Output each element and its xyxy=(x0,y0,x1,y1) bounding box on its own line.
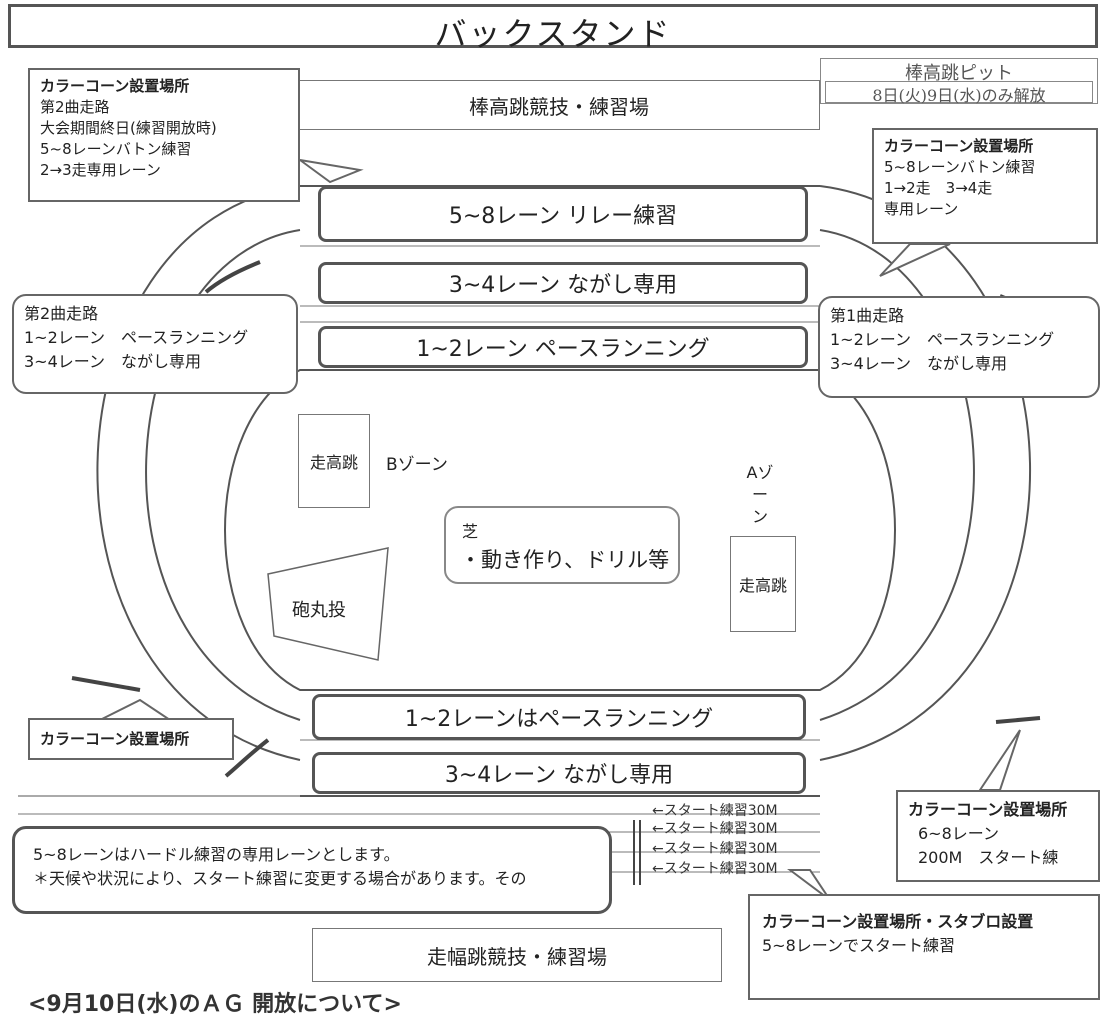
start-practice-2: ←スタート練習30M xyxy=(652,821,778,837)
callout-title: カラーコーン設置場所 xyxy=(40,730,190,748)
lane-label: 3~4レーン ながし専用 xyxy=(444,763,674,788)
callout-line: 2→3走専用レーン xyxy=(40,161,161,179)
lane-label: 5~8レーン リレー練習 xyxy=(448,204,678,229)
callout-line: 1~2レーン ペースランニング xyxy=(24,328,249,347)
zone-b-label: Bゾーン xyxy=(386,455,448,475)
start-practice-1: ←スタート練習30M xyxy=(652,803,778,819)
high-jump-label: 走高跳 xyxy=(309,453,358,472)
grass-area: 芝 ・動き作り、ドリル等 xyxy=(444,506,680,584)
callout-line: 1→2走 3→4走 xyxy=(884,179,993,197)
start-practice-4: ←スタート練習30M xyxy=(652,861,778,877)
callout-line: 大会期間終日(練習開放時) xyxy=(40,119,217,137)
callout-title: カラーコーン設置場所 xyxy=(908,800,1068,819)
callout-cone-bottom-left: カラーコーン設置場所 xyxy=(28,718,234,760)
callout-line: 5~8レーンバトン練習 xyxy=(40,140,192,158)
backstraight-lane-5-8: 5~8レーン リレー練習 xyxy=(318,186,808,242)
homestraight-lane-3-4: 3~4レーン ながし専用 xyxy=(312,752,806,794)
callout-line: 6~8レーン xyxy=(918,824,999,843)
callout-line: 第1曲走路 xyxy=(830,306,905,325)
footer-heading: <9月10日(水)のＡＧ 開放について> xyxy=(28,992,402,1017)
header-title: バックスタンド xyxy=(434,15,672,53)
callout-cone-top-right: カラーコーン設置場所 5~8レーンバトン練習 1→2走 3→4走 専用レーン xyxy=(872,128,1098,244)
hurdle-note-line2: ＊天候や状況により、スタート練習に変更する場合があります。その xyxy=(33,869,527,888)
callout-line: 1~2レーン ペースランニング xyxy=(830,330,1055,349)
pole-vault-area: 棒高跳競技・練習場 xyxy=(298,80,820,130)
pole-vault-area-label: 棒高跳競技・練習場 xyxy=(469,94,649,119)
high-jump-a-box: 走高跳 xyxy=(730,536,796,632)
grass-title: 芝 xyxy=(462,522,479,541)
long-jump-area: 走幅跳競技・練習場 xyxy=(312,928,722,982)
callout-first-curve: 第1曲走路 1~2レーン ペースランニング 3~4レーン ながし専用 xyxy=(818,296,1100,398)
callout-line: 3~4レーン ながし専用 xyxy=(830,354,1007,373)
zone-a-label: Aゾー ン xyxy=(746,463,774,526)
backstraight-lane-1-2: 1~2レーン ペースランニング xyxy=(318,326,808,368)
high-jump-b-box: 走高跳 xyxy=(298,414,370,508)
start-practice-3: ←スタート練習30M xyxy=(652,841,778,857)
callout-cone-top-left: カラーコーン設置場所 第2曲走路 大会期間終日(練習開放時) 5~8レーンバトン… xyxy=(28,68,300,202)
callout-line: 5~8レーンでスタート練習 xyxy=(762,936,955,955)
callout-line: 専用レーン xyxy=(884,200,959,218)
shot-put-label: 砲丸投 xyxy=(292,600,346,621)
lane-label: 1~2レーンはペースランニング xyxy=(404,707,714,732)
backstraight-lane-3-4: 3~4レーン ながし専用 xyxy=(318,262,808,304)
pole-vault-pit-title: 棒高跳ピット xyxy=(905,63,1013,84)
lane-label: 1~2レーン ペースランニング xyxy=(416,337,710,362)
callout-second-curve: 第2曲走路 1~2レーン ペースランニング 3~4レーン ながし専用 xyxy=(12,294,298,394)
callout-line: 200M スタート練 xyxy=(918,848,1059,867)
high-jump-label: 走高跳 xyxy=(738,576,787,595)
header-bar: バックスタンド xyxy=(8,4,1098,53)
grass-note: ・動き作り、ドリル等 xyxy=(460,548,670,572)
homestraight-lane-1-2: 1~2レーンはペースランニング xyxy=(312,694,806,740)
callout-title: カラーコーン設置場所 xyxy=(884,137,1034,155)
callout-line: 5~8レーンバトン練習 xyxy=(884,158,1036,176)
callout-title: カラーコーン設置場所 xyxy=(40,77,190,95)
pole-vault-pit-days: 8日(火)9日(水)のみ解放 xyxy=(825,81,1093,105)
lane-label: 3~4レーン ながし専用 xyxy=(448,273,678,298)
hurdle-note: 5~8レーンはハードル練習の専用レーンとします。 ＊天候や状況により、スタート練… xyxy=(12,826,612,914)
pole-vault-pit-box: 棒高跳ピット 8日(火)9日(水)のみ解放 xyxy=(820,58,1098,105)
callout-line: 第2曲走路 xyxy=(24,304,99,323)
callout-cone-startblock: カラーコーン設置場所・スタブロ設置 5~8レーンでスタート練習 xyxy=(748,894,1100,1000)
hurdle-note-line1: 5~8レーンはハードル練習の専用レーンとします。 xyxy=(33,845,400,864)
long-jump-label: 走幅跳競技・練習場 xyxy=(427,944,607,969)
callout-line: 第2曲走路 xyxy=(40,98,110,116)
callout-line: 3~4レーン ながし専用 xyxy=(24,352,201,371)
callout-title: カラーコーン設置場所・スタブロ設置 xyxy=(762,912,1034,931)
callout-cone-bottom-right: カラーコーン設置場所 6~8レーン 200M スタート練 xyxy=(896,790,1100,882)
